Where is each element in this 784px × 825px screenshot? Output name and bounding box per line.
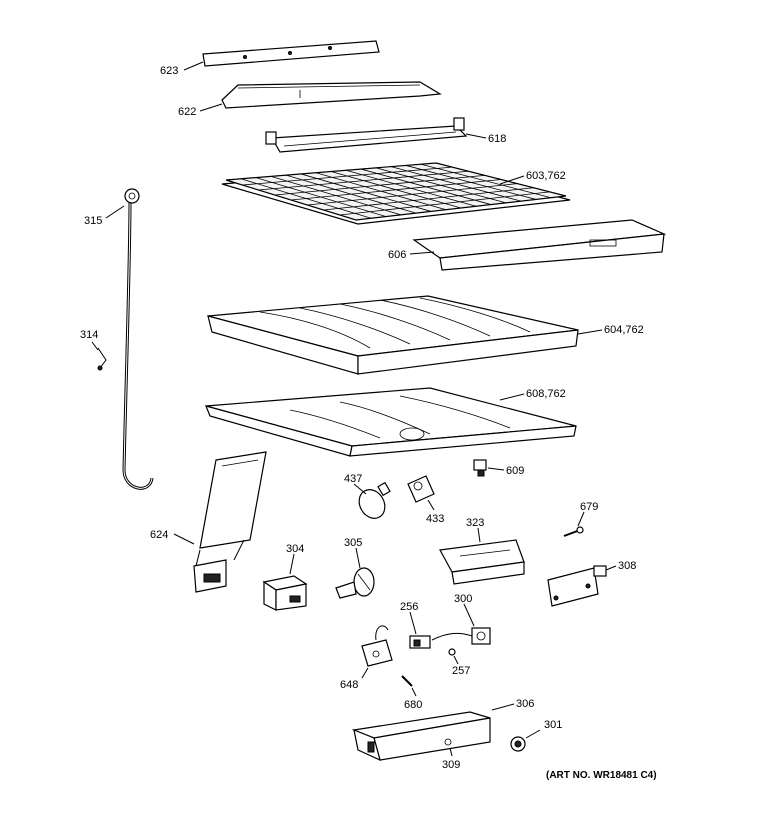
part-648-switch bbox=[361, 625, 393, 667]
callout-680: 680 bbox=[404, 699, 422, 711]
part-300-thermostat bbox=[431, 627, 491, 645]
part-323-bracket bbox=[439, 539, 525, 585]
part-257-screw bbox=[448, 648, 456, 656]
part-304-box bbox=[262, 575, 308, 611]
callout-323: 323 bbox=[466, 517, 484, 529]
callout-604: 604,762 bbox=[604, 324, 644, 336]
callout-608: 608,762 bbox=[526, 388, 566, 400]
callout-648: 648 bbox=[340, 679, 358, 691]
callout-618: 618 bbox=[488, 133, 506, 145]
callout-437: 437 bbox=[344, 473, 362, 485]
part-256-connector bbox=[409, 635, 431, 649]
part-604-pan bbox=[207, 295, 579, 375]
callout-624: 624 bbox=[150, 529, 168, 541]
callout-306: 306 bbox=[516, 698, 534, 710]
part-308-plate bbox=[547, 565, 607, 607]
part-314-clip bbox=[97, 347, 107, 371]
part-315-tube bbox=[122, 188, 154, 490]
callout-679: 679 bbox=[580, 501, 598, 513]
callout-301: 301 bbox=[544, 719, 562, 731]
part-622-bracket bbox=[221, 81, 442, 109]
part-606-cover bbox=[412, 219, 667, 271]
part-301-nut bbox=[510, 736, 526, 752]
part-680-screw bbox=[401, 675, 413, 687]
callout-603: 603,762 bbox=[526, 170, 566, 182]
callout-308: 308 bbox=[618, 560, 636, 572]
part-603-shelf bbox=[221, 162, 571, 225]
callout-315: 315 bbox=[84, 215, 102, 227]
callout-300: 300 bbox=[454, 593, 472, 605]
art-number: (ART NO. WR18481 C4) bbox=[546, 770, 657, 781]
part-437-bulb bbox=[358, 481, 391, 519]
callout-623: 623 bbox=[160, 65, 178, 77]
callout-314: 314 bbox=[80, 329, 98, 341]
part-433-socket bbox=[407, 475, 435, 503]
callout-304: 304 bbox=[286, 543, 304, 555]
callout-606: 606 bbox=[388, 249, 406, 261]
callout-433: 433 bbox=[426, 513, 444, 525]
part-618-housing bbox=[265, 117, 468, 153]
part-623-strip bbox=[202, 40, 380, 67]
part-608-pan bbox=[204, 387, 577, 457]
callout-309: 309 bbox=[442, 759, 460, 771]
callout-257: 257 bbox=[452, 665, 470, 677]
part-305-knob bbox=[335, 567, 375, 599]
part-306-housing bbox=[351, 711, 491, 762]
callout-305: 305 bbox=[344, 537, 362, 549]
part-609-clip bbox=[473, 459, 487, 477]
callout-622: 622 bbox=[178, 106, 196, 118]
part-679-screw bbox=[563, 526, 584, 537]
callout-256: 256 bbox=[400, 601, 418, 613]
part-624-panel bbox=[193, 451, 267, 593]
callout-609: 609 bbox=[506, 465, 524, 477]
